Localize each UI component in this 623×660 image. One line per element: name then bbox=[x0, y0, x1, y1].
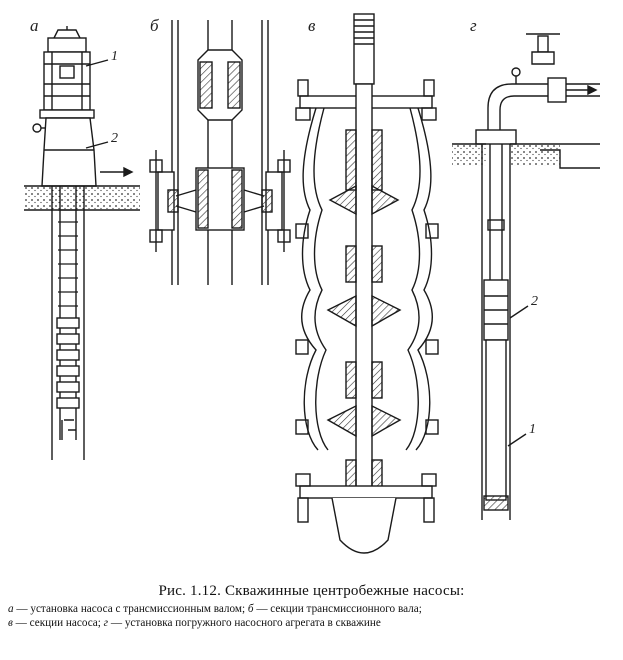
caption-line-1: а — установка насоса с трансмиссионным в… bbox=[8, 602, 422, 616]
panel-v-drawing bbox=[295, 13, 439, 554]
panel-label-g: г bbox=[470, 16, 477, 35]
panel-g-drawing bbox=[452, 33, 600, 520]
callout-a-1: 1 bbox=[111, 49, 118, 64]
caption-letter-a: а bbox=[8, 603, 14, 615]
caption-text-b: — секции трансмиссионного вала; bbox=[253, 603, 422, 615]
panel-a-drawing bbox=[24, 26, 140, 460]
callout-g-1: 1 bbox=[529, 422, 536, 437]
pump-drawings bbox=[24, 13, 600, 554]
panel-label-a: а bbox=[30, 16, 39, 35]
caption-text-g: — установка погружного насосного агрегат… bbox=[108, 617, 381, 629]
caption-letter-b: б bbox=[247, 603, 254, 615]
caption-text-a: — установка насоса с трансмиссионным вал… bbox=[13, 603, 248, 615]
caption-title: Рис. 1.12. Скважинные центробежные насос… bbox=[158, 583, 465, 599]
caption-line-2: в — секции насоса; г — установка погружн… bbox=[8, 616, 381, 630]
callout-a-2: 2 bbox=[111, 131, 118, 146]
callout-g-2: 2 bbox=[531, 294, 538, 309]
panel-label-b: б bbox=[150, 16, 159, 35]
panel-b-drawing bbox=[149, 20, 291, 285]
caption-text-v: — секции насоса; bbox=[12, 617, 104, 629]
caption-letter-v: в bbox=[8, 617, 13, 629]
panel-label-v: в bbox=[308, 16, 316, 35]
caption-letter-g: г bbox=[103, 617, 109, 629]
